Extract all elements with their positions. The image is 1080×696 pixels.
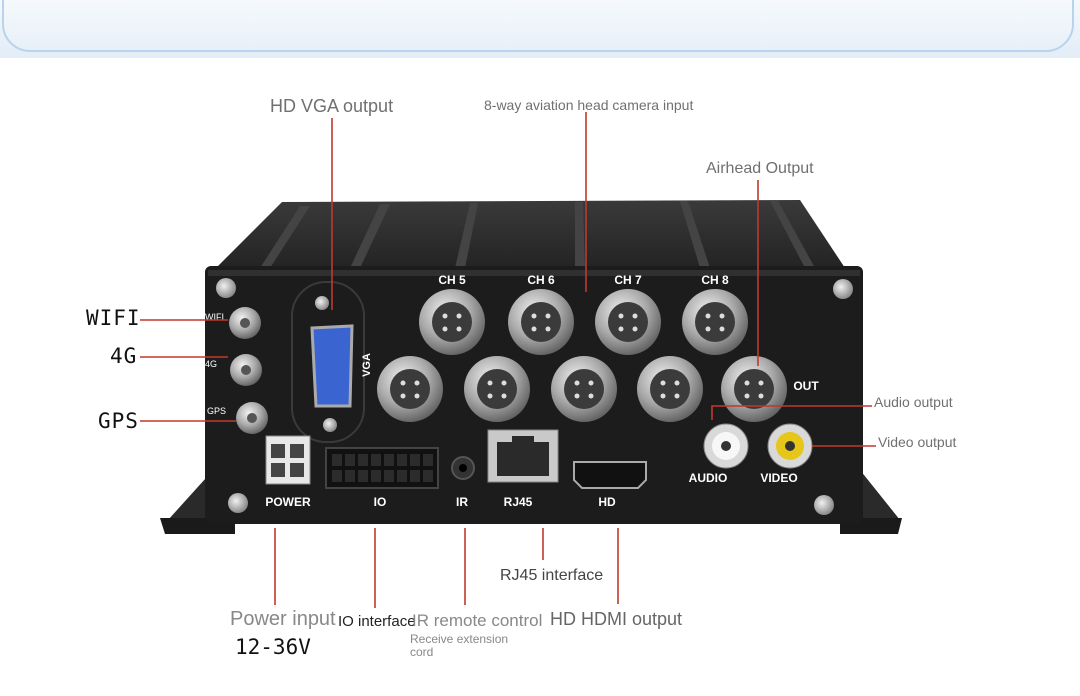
panel-label-audio: AUDIO (689, 471, 728, 485)
camera-connector-ch4 (637, 356, 703, 422)
wifi-antenna-connector (229, 307, 261, 339)
io-port (325, 447, 439, 489)
panel-label-ir: IR (456, 495, 468, 509)
callout-airhead-output: Airhead Output (706, 160, 814, 177)
screw-icon (814, 495, 834, 515)
camera-connector-ch3 (551, 356, 617, 422)
banner-frame (2, 0, 1074, 52)
camera-connector-ch7 (595, 289, 661, 355)
callout-lines (140, 112, 876, 608)
ir-jack (451, 456, 475, 480)
panel-label-rj45: RJ45 (504, 495, 533, 509)
panel-label-ch6: CH 6 (527, 273, 555, 287)
panel-label-ch5: CH 5 (438, 273, 466, 287)
callout-video-output: Video output (878, 434, 957, 450)
gps-antenna-connector (236, 402, 268, 434)
callout-io-interface: IO interface (338, 613, 416, 630)
callout-rj45-interface: RJ45 interface (500, 567, 604, 584)
panel-label-wifi: WIFI (205, 312, 224, 322)
panel-label-gps: GPS (207, 406, 226, 416)
callout-hd-vga-output: HD VGA output (270, 96, 394, 116)
camera-connector-out (721, 356, 787, 422)
panel-label-4g: 4G (205, 359, 217, 369)
callout-camera-input: 8-way aviation head camera input (484, 97, 694, 113)
panel-label-ch8: CH 8 (701, 273, 729, 287)
camera-connector-ch1 (377, 356, 443, 422)
4g-antenna-connector (230, 354, 262, 386)
callout-voltage: 12-36V (235, 635, 311, 659)
4g-label: 4G (110, 344, 138, 368)
audio-rca-jack (703, 423, 749, 469)
callout-ir-remote: IR remote control (412, 611, 543, 630)
screw-icon (228, 493, 248, 513)
gps-label: GPS (98, 409, 139, 433)
panel-label-ch7: CH 7 (614, 273, 642, 287)
top-banner (0, 0, 1080, 58)
power-port (265, 435, 311, 485)
callout-hdmi-output: HD HDMI output (550, 609, 683, 629)
rj45-port (487, 429, 559, 483)
callout-power-input: Power input (230, 608, 336, 630)
panel-label-io: IO (374, 495, 387, 509)
screw-icon (833, 279, 853, 299)
camera-connector-ch8 (682, 289, 748, 355)
camera-connector-ch6 (508, 289, 574, 355)
panel-label-out: OUT (793, 379, 819, 393)
hdmi-port (573, 461, 647, 489)
panel-label-video: VIDEO (760, 471, 797, 485)
callout-audio-output: Audio output (874, 394, 953, 410)
panel-label-power: POWER (265, 495, 311, 509)
camera-connector-ch5 (419, 289, 485, 355)
callout-receive-extension: Receive extension (410, 632, 509, 646)
camera-connector-ch2 (464, 356, 530, 422)
wifi-label: WIFI (86, 306, 141, 330)
heatsink-top (212, 200, 845, 272)
screw-icon (216, 278, 236, 298)
panel-label-hd: HD (598, 495, 616, 509)
video-rca-jack (767, 423, 813, 469)
callout-cord: cord (410, 645, 434, 659)
vga-port (291, 281, 365, 443)
panel-label-vga: VGA (361, 353, 373, 377)
